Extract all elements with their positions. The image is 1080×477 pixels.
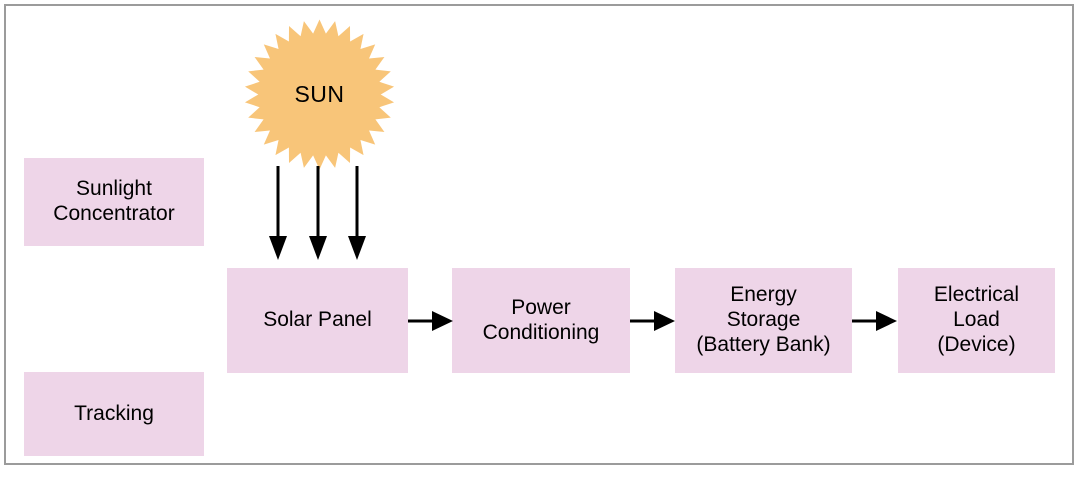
sun-ray-arrow-3	[346, 166, 368, 262]
arrow-down-icon	[269, 166, 287, 260]
node-sunlight-concentrator[interactable]: Sunlight Concentrator	[24, 158, 204, 246]
arrow-right-icon	[630, 311, 675, 331]
node-electrical-load[interactable]: Electrical Load (Device)	[898, 268, 1055, 373]
connector-energy-storage-to-electrical-load	[852, 309, 898, 333]
sun-star-icon	[244, 19, 395, 170]
arrow-down-icon	[309, 166, 327, 260]
node-energy-storage[interactable]: Energy Storage (Battery Bank)	[675, 268, 852, 373]
node-tracking[interactable]: Tracking	[24, 372, 204, 456]
sun-label: SUN	[294, 81, 345, 107]
connector-power-conditioning-to-energy-storage	[630, 309, 676, 333]
sun-ray-arrow-2	[307, 166, 329, 262]
arrow-down-icon	[348, 166, 366, 260]
arrow-right-icon	[852, 311, 897, 331]
arrow-right-icon	[408, 311, 453, 331]
sun-ray-arrow-1	[267, 166, 289, 262]
node-solar-panel[interactable]: Solar Panel	[227, 268, 408, 373]
sun-node: SUN	[243, 18, 396, 171]
connector-solar-panel-to-power-conditioning	[408, 309, 454, 333]
node-power-conditioning[interactable]: Power Conditioning	[452, 268, 630, 373]
